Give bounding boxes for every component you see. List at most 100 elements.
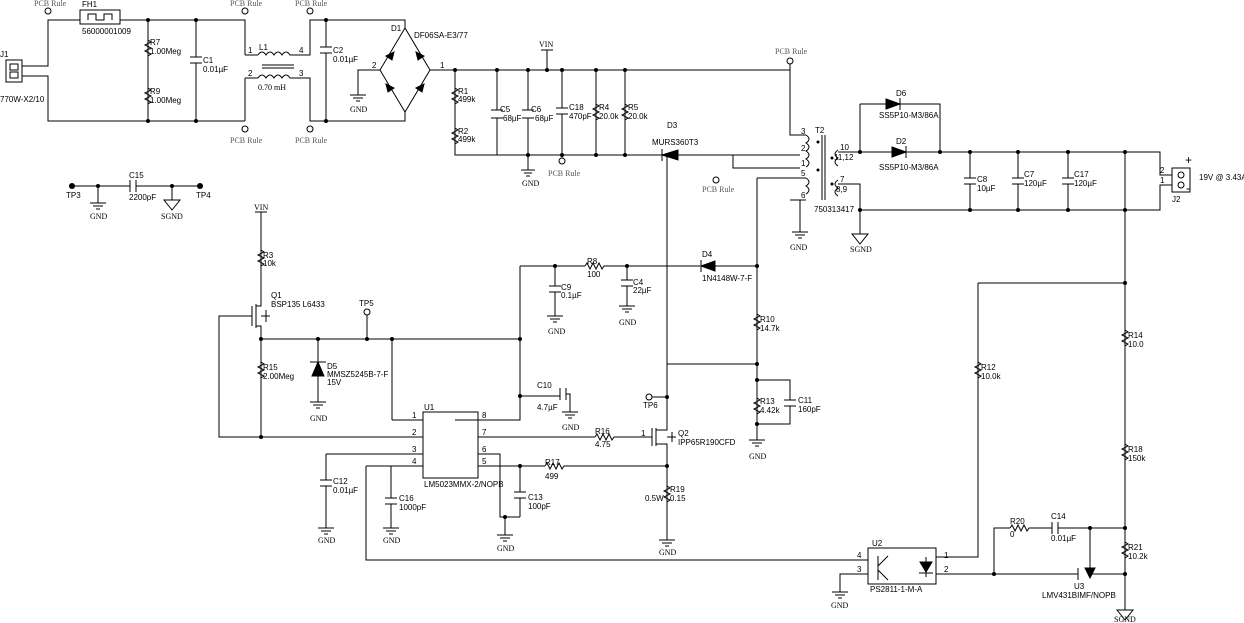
- r1-ref: R1: [458, 87, 469, 96]
- input-wiring: [22, 19, 406, 122]
- c1-capacitor: C1 0.01µF: [190, 56, 228, 74]
- svg-text:5: 5: [801, 169, 806, 178]
- svg-text:10: 10: [840, 143, 849, 152]
- c7-value: 120µF: [1024, 179, 1047, 188]
- svg-text:GND: GND: [548, 327, 566, 336]
- c5-value: 68µF: [503, 114, 522, 123]
- c12-value: 0.01µF: [333, 486, 358, 495]
- pcb-rule-markers: PCB Rule PCB Rule PCB Rule PCB Rule PCB …: [34, 0, 808, 194]
- r14-ref: R14: [1128, 331, 1143, 340]
- r19-power: 0.5W: [645, 494, 664, 503]
- svg-text:VIN: VIN: [539, 40, 553, 49]
- svg-text:GND: GND: [831, 601, 849, 610]
- svg-text:1: 1: [412, 411, 417, 420]
- r7-ref: R7: [150, 38, 161, 47]
- u3-value: LMV431BIMF/NOPB: [1042, 591, 1116, 600]
- d4-ref: D4: [702, 250, 713, 259]
- tp3-label: TP3: [66, 191, 81, 200]
- power-switch: R16 4.75 Q2 IPP65R190CFD 1 R17 499 R19 0…: [544, 155, 736, 557]
- fh1-ref: FH1: [82, 0, 98, 9]
- r9-resistor: R9 1.00Meg: [143, 87, 181, 105]
- r7-value: 1.00Meg: [150, 47, 181, 56]
- svg-text:2: 2: [944, 565, 949, 574]
- r15-value: 2.00Meg: [263, 372, 294, 381]
- svg-text:GND: GND: [619, 318, 637, 327]
- r12-value: 10.0k: [981, 372, 1002, 381]
- svg-text:GND: GND: [350, 105, 368, 114]
- svg-text:SGND: SGND: [1114, 615, 1136, 623]
- junction-dots: [96, 18, 1127, 341]
- output-spec: 19V @ 3.43A: [1199, 173, 1244, 182]
- d5-zener: D5 MMSZ5245B-7-F 15V GND: [310, 339, 388, 423]
- u1-value: LM5023MMX-2/NOPB: [424, 480, 504, 489]
- u2-optocoupler: U2 PS2811-1-M-A 43 12 GND: [831, 539, 949, 610]
- r13-ref: R13: [760, 397, 775, 406]
- r13-value: 4.42k: [760, 406, 781, 415]
- r2-value: 499k: [458, 135, 476, 144]
- svg-text:2: 2: [372, 61, 377, 70]
- pcb-rule-label: PCB Rule: [548, 169, 581, 178]
- svg-text:GND: GND: [383, 536, 401, 545]
- r16-ref: R16: [595, 427, 610, 436]
- c13-ref: C13: [528, 493, 543, 502]
- u2-ref: U2: [872, 539, 883, 548]
- c6-value: 68µF: [535, 114, 554, 123]
- c13-value: 100pF: [528, 502, 551, 511]
- c9-value: 0.1µF: [561, 291, 582, 300]
- output-capacitors: C8 10µF C7 120µF C17 120µF SGND: [850, 151, 1172, 254]
- svg-text:1: 1: [641, 429, 646, 438]
- pcb-rule-label: PCB Rule: [775, 47, 808, 56]
- vin-label: VIN: [539, 40, 553, 70]
- j1-ref: J1: [0, 50, 9, 59]
- t2-transformer: T2 750313417 3 2 1 5 6 10 11,12 7 8,9 GN…: [757, 64, 1125, 252]
- snubber-network: C18 470pF R4 20.0k R5 20.0k: [556, 70, 649, 158]
- r19-value: 0.15: [670, 494, 686, 503]
- c17-value: 120µF: [1074, 179, 1097, 188]
- c14-ref: C14: [1051, 512, 1066, 521]
- q1-ref: Q1: [271, 291, 282, 300]
- svg-text:3: 3: [857, 565, 862, 574]
- j2-connector: 21 J2 + - 19V @ 3.43A: [1160, 153, 1244, 204]
- r20-ref: R20: [1010, 517, 1025, 526]
- q2-value: IPP65R190CFD: [678, 438, 736, 447]
- c4-value: 22µF: [633, 286, 652, 295]
- q2-ref: Q2: [678, 429, 689, 438]
- svg-text:GND: GND: [318, 536, 336, 545]
- d3-diode: D3 MURS360T3: [652, 121, 800, 169]
- svg-text:3: 3: [412, 445, 417, 454]
- u1-support-caps: C12 0.01µF GND C16 1000pF GND GND C13 10…: [318, 464, 551, 553]
- c1-ref: C1: [203, 56, 214, 65]
- r21-ref: R21: [1128, 543, 1143, 552]
- svg-text:SGND: SGND: [161, 212, 183, 221]
- d1-ref: D1: [391, 24, 402, 33]
- svg-text:4: 4: [857, 551, 862, 560]
- svg-text:4: 4: [299, 46, 304, 55]
- svg-text:4: 4: [412, 457, 417, 466]
- pcb-rule-label: PCB Rule: [230, 136, 263, 145]
- svg-text:1: 1: [440, 61, 445, 70]
- d6-ref: D6: [896, 89, 907, 98]
- c10-ref: C10: [537, 381, 552, 390]
- c6-ref: C6: [531, 105, 542, 114]
- r17-value: 499: [545, 472, 559, 481]
- svg-text:GND: GND: [749, 452, 767, 461]
- j1-value: 770W-X2/10: [0, 95, 45, 104]
- svg-text:GND: GND: [497, 544, 515, 553]
- pcb-rule-label: PCB Rule: [295, 0, 328, 8]
- l1-ref: L1: [259, 43, 268, 52]
- r4-value: 20.0k: [599, 112, 620, 121]
- c12-ref: C12: [333, 477, 348, 486]
- d3-value: MURS360T3: [652, 138, 699, 147]
- pcb-rule-label: PCB Rule: [230, 0, 263, 8]
- l1-value: 0.70 mH: [258, 83, 286, 92]
- d2-ref: D2: [896, 137, 907, 146]
- c15-value: 2200pF: [129, 193, 156, 202]
- u1-controller: U1 LM5023MMX-2/NOPB 12 34 87 65: [325, 339, 860, 561]
- fh1-fuse: FH1 56000001009: [79, 0, 131, 36]
- tp6-label: TP6: [643, 401, 658, 410]
- r2-ref: R2: [458, 127, 469, 136]
- r14-value: 10.0: [1128, 340, 1144, 349]
